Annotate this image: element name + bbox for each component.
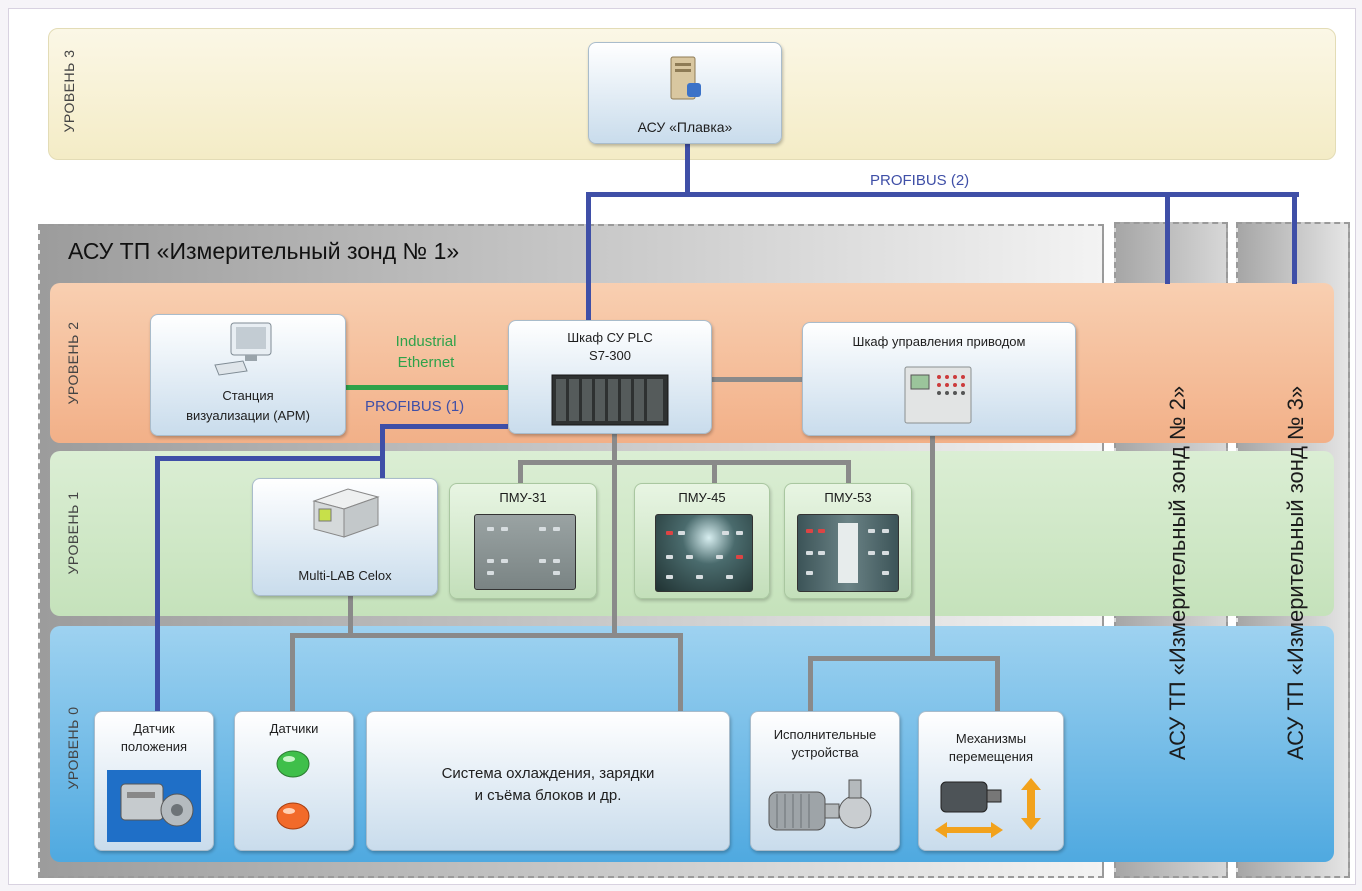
asu-plavka-label: АСУ «Плавка» (637, 119, 733, 135)
profibus1-position-sensor (155, 456, 160, 711)
cooling-system-node[interactable]: Система охлаждения, зарядки и съёма блок… (366, 711, 730, 851)
link-plc-pmu-bus (518, 460, 851, 465)
pmu31-panel-icon (474, 514, 576, 590)
ethernet-label: Industrial Ethernet (376, 331, 476, 373)
mechanisms-node[interactable]: Механизмы перемещения (918, 711, 1064, 851)
profibus1-label: PROFIBUS (1) (365, 398, 465, 415)
link-pmu31 (518, 460, 523, 484)
ethernet-label-line1: Industrial (395, 333, 457, 350)
pmu53-panel-icon (797, 514, 899, 592)
link-pmu53 (846, 460, 851, 484)
mechanisms-line1: Механизмы (955, 731, 1027, 746)
link-celox-down (348, 594, 353, 636)
encoder-icon (107, 770, 201, 842)
profibus1-horizontal (380, 424, 508, 429)
asu-plavka-node[interactable]: АСУ «Плавка» (588, 42, 782, 144)
green-indicator-icon (276, 750, 310, 778)
ethernet-link (344, 385, 508, 390)
link-plc-down (612, 430, 617, 636)
drive-cabinet-label: Шкаф управления приводом (852, 334, 1026, 349)
profibus2-label: PROFIBUS (2) (870, 172, 970, 189)
workstation-node[interactable]: Станция визуализации (АРМ) (150, 314, 346, 436)
level0-label: УРОВЕНЬ 0 (65, 706, 81, 790)
level3-label: УРОВЕНЬ 3 (61, 49, 77, 133)
plc-rack-icon (551, 374, 669, 426)
actuators-line1: Исполнительные (773, 727, 877, 742)
position-sensor-line2: положения (120, 739, 188, 754)
link-level0-bus (290, 633, 682, 638)
side-group-2-label: АСУ ТП «Измерительный зонд № 2» (1165, 385, 1190, 761)
position-sensor-node[interactable]: Датчик положения (94, 711, 214, 851)
sensors-label: Датчики (269, 721, 319, 736)
profibus1-bus (155, 456, 385, 461)
pmu45-label: ПМУ-45 (678, 490, 726, 505)
drive-cabinet-node[interactable]: Шкаф управления приводом (802, 322, 1076, 436)
celox-node[interactable]: Multi-LAB Celox (252, 478, 438, 596)
level2-label: УРОВЕНЬ 2 (65, 321, 81, 405)
orange-indicator-icon (276, 802, 310, 830)
link-drive-bus (808, 656, 1000, 661)
link-mechanisms (995, 656, 1000, 712)
plc-cabinet-node[interactable]: Шкаф СУ PLC S7-300 (508, 320, 712, 434)
workstation-line2: визуализации (АРМ) (186, 408, 310, 423)
pmu45-node[interactable]: ПМУ-45 (634, 483, 770, 599)
cooling-line2: и съёма блоков и др. (474, 787, 622, 804)
cooling-line1: Система охлаждения, зарядки (441, 765, 655, 782)
sensors-node[interactable]: Датчики (234, 711, 354, 851)
side-group-3-label: АСУ ТП «Измерительный зонд № 3» (1283, 385, 1308, 761)
pmu45-panel-icon (655, 514, 753, 592)
profibus1-celox (380, 456, 385, 480)
pmu53-label: ПМУ-53 (824, 490, 872, 505)
profibus2-drop-zond2 (1165, 192, 1170, 284)
profibus1-drop (380, 424, 385, 461)
link-pmu45 (712, 460, 717, 484)
profibus2-drop-zond3 (1292, 192, 1297, 284)
analyzer-device-icon (312, 488, 380, 538)
pump-motor-icon (768, 779, 872, 831)
link-drive-down (930, 432, 935, 658)
pmu53-node[interactable]: ПМУ-53 (784, 483, 912, 599)
pmu31-label: ПМУ-31 (499, 490, 547, 505)
plc-line2: S7-300 (589, 348, 631, 363)
link-cooling (678, 633, 683, 711)
control-cabinet-icon (904, 366, 972, 424)
profibus2-drop-plc (586, 192, 591, 322)
motor-arrows-icon (935, 778, 1041, 838)
celox-label: Multi-LAB Celox (298, 568, 392, 583)
main-group-title: АСУ ТП «Измерительный зонд № 1» (68, 238, 460, 264)
plc-line1: Шкаф СУ PLC (567, 330, 653, 345)
actuators-node[interactable]: Исполнительные устройства (750, 711, 900, 851)
level1-label: УРОВЕНЬ 1 (65, 491, 81, 575)
pmu31-node[interactable]: ПМУ-31 (449, 483, 597, 599)
ethernet-label-line2: Ethernet (397, 354, 455, 371)
link-actuators (808, 656, 813, 712)
server-icon (670, 56, 701, 100)
link-plc-drive (710, 377, 802, 382)
workstation-line1: Станция (222, 388, 274, 403)
link-sensors (290, 633, 295, 711)
computer-icon (214, 322, 272, 376)
profibus2-vertical-top (685, 140, 690, 192)
profibus2-horizontal (586, 192, 1299, 197)
actuators-line2: устройства (791, 745, 859, 760)
position-sensor-line1: Датчик (133, 721, 175, 736)
mechanisms-line2: перемещения (948, 749, 1034, 764)
